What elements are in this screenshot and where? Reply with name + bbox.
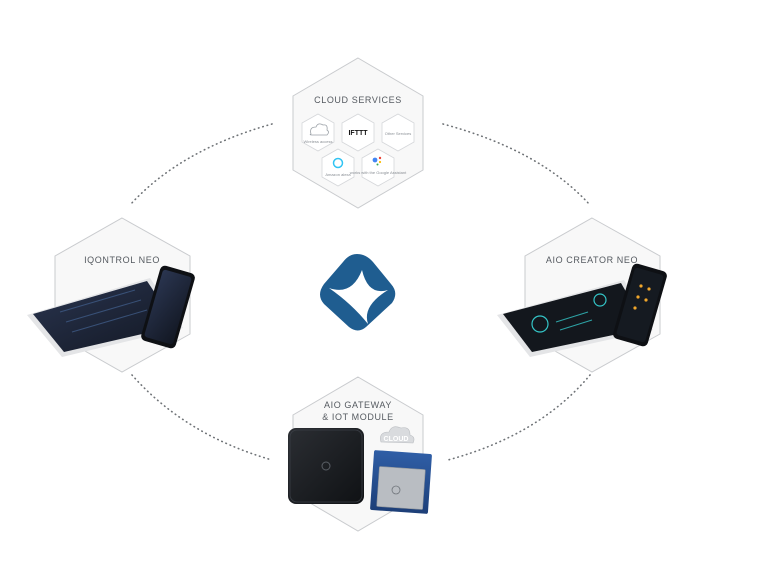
- google-assistant-icon: [372, 156, 382, 166]
- service-other-label: Other Services: [385, 131, 411, 136]
- iqontrol-neo-title: IQONTROL NEO: [84, 255, 160, 265]
- ifttt-logo-text: IFTTT: [348, 130, 368, 137]
- aio-creator-neo-title: AIO CREATOR NEO: [545, 255, 639, 265]
- aio-gateway-title: AIO GATEWAY & IOT MODULE: [298, 399, 418, 423]
- creator-phone: [613, 263, 667, 347]
- aio-gateway-title-line1: AIO GATEWAY: [324, 400, 392, 410]
- aio-gateway-device: [288, 428, 364, 504]
- service-hexes: [301, 113, 415, 187]
- module-logo-icon: [391, 485, 401, 495]
- creator-tablet: [497, 280, 653, 357]
- arc-bottom-right: [447, 374, 591, 461]
- cloud-badge: [380, 426, 415, 444]
- cloud-badge-label: CLOUD: [384, 436, 409, 443]
- aio-gateway-title-line2: & IOT MODULE: [322, 412, 394, 422]
- cloud-services-title: CLOUD SERVICES: [314, 95, 402, 105]
- alexa-icon: [332, 157, 344, 169]
- service-hex-ifttt: [341, 113, 375, 152]
- brand-logo-icon: [320, 254, 396, 331]
- arc-bottom-left: [131, 374, 273, 461]
- connector-arcs: [129, 123, 591, 461]
- service-hex-google: [361, 148, 395, 187]
- service-alexa-label: Amazon alexa: [325, 172, 351, 177]
- service-hex-remote: [301, 113, 335, 152]
- arc-top-right: [442, 123, 591, 206]
- iqontrol-phone: [141, 265, 195, 349]
- service-remote-label: Wireless access: [304, 139, 333, 144]
- cloud-wifi-icon: [309, 123, 329, 136]
- service-google-label: works with the Google Assistant: [350, 170, 407, 175]
- service-hex-other: [381, 113, 415, 152]
- arc-top-left: [129, 123, 273, 206]
- iot-module: [370, 450, 432, 514]
